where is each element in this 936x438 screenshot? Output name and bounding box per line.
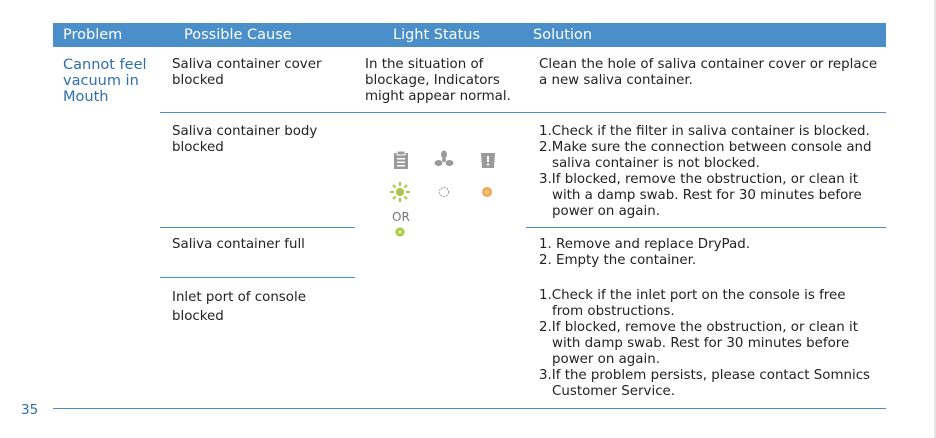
cause-row-3: Saliva container full	[172, 237, 305, 252]
green-blinking-light-icon	[390, 182, 410, 202]
row-divider	[160, 277, 355, 278]
solution-line: 2. Empty the container.	[539, 253, 697, 268]
or-label: OR	[392, 210, 410, 224]
header-problem: Problem	[63, 27, 123, 43]
fan-icon	[434, 150, 454, 166]
page-edge	[934, 0, 936, 438]
solution-line: 2.Make sure the connection between conso…	[539, 140, 872, 171]
header-solution: Solution	[533, 27, 593, 43]
off-light-icon	[439, 187, 449, 197]
header-possible-cause: Possible Cause	[184, 27, 292, 43]
table-header: Problem Possible Cause Light Status Solu…	[53, 23, 886, 47]
solution-line: 2.If blocked, remove the obstruction, or…	[539, 320, 858, 367]
solution-line: 3.If the problem persists, please contac…	[539, 368, 871, 399]
row-divider	[160, 112, 886, 113]
cause-row-2: Saliva container body blocked	[172, 124, 318, 155]
orange-light-icon	[482, 187, 492, 197]
container-icon	[481, 153, 495, 168]
light-status-row-1: In the situation of blockage, Indicators…	[365, 57, 511, 104]
solution-line: 1.Check if the inlet port on the console…	[539, 288, 846, 319]
solution-line: 1.Check if the filter in saliva containe…	[539, 124, 870, 139]
clipboard-icon	[394, 150, 408, 169]
solution-row-1: Clean the hole of saliva container cover…	[539, 57, 879, 89]
solution-line: Clean the hole of saliva container cover…	[539, 57, 878, 88]
header-light-status: Light Status	[393, 27, 480, 43]
cause-row-1: Saliva container cover blocked	[172, 57, 322, 88]
problem-cell: Cannot feel vacuum in Mouth	[63, 57, 147, 105]
solution-row-3: 1. Remove and replace DryPad. 2. Empty t…	[539, 237, 879, 269]
solution-row-4: 1.Check if the inlet port on the console…	[539, 288, 879, 400]
page-number: 35	[21, 402, 39, 418]
solution-line: 3.If blocked, remove the obstruction, or…	[539, 172, 862, 219]
solution-line: 1. Remove and replace DryPad.	[539, 237, 750, 252]
green-light-icon	[395, 227, 405, 237]
solution-row-2: 1.Check if the filter in saliva containe…	[539, 124, 879, 220]
row-divider	[526, 227, 886, 228]
row-divider	[160, 227, 355, 228]
bottom-rule	[53, 408, 886, 409]
cause-row-4: Inlet port of console blocked	[172, 290, 306, 324]
